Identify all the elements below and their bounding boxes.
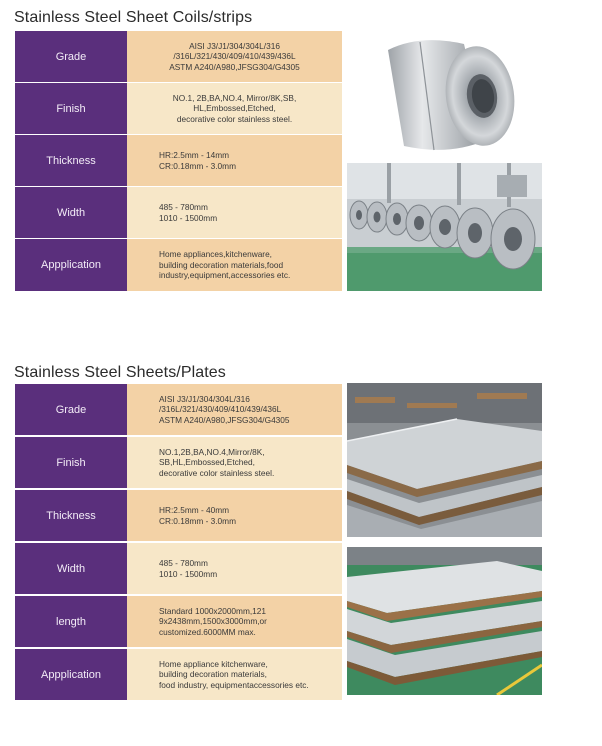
value-line: SB,HL,Embossed,Etched, [159, 457, 255, 468]
value-line: NO.1, 2B,BA,NO.4, Mirror/8K,SB, [172, 92, 297, 103]
row-label: Finish [15, 437, 127, 488]
plates-section-title: Stainless Steel Sheets/Plates [14, 364, 226, 381]
value-line: HL,Embossed,Etched, [193, 103, 276, 114]
plates-row-thickness: Thickness HR:2.5mm - 40mm CR:0.18mm - 3.… [15, 490, 342, 541]
row-label: Width [15, 187, 127, 238]
row-value: Home appliances,kitchenware, building de… [127, 239, 342, 291]
value-line: /316L/321/430/409/410/439/436L [159, 404, 282, 415]
coils-row-thickness: Thickness HR:2.5mm - 14mm CR:0.18mm - 3.… [15, 135, 342, 186]
value-line: HR:2.5mm - 14mm [159, 150, 230, 160]
value-line: 9x2438mm,1500x3000mm,or [159, 616, 267, 627]
row-value: 485 - 780mm 1010 - 1500mm [127, 543, 342, 594]
row-value: NO.1,2B,BA,NO.4,Mirror/8K, SB,HL,Embosse… [127, 437, 342, 488]
value-line: ASTM A240/A980,JFSG304/G4305 [159, 414, 290, 425]
coils-row-width: Width 485 - 780mm 1010 - 1500mm [15, 187, 342, 238]
value-line: 485 - 780mm [159, 202, 208, 212]
row-label: Appplication [15, 649, 127, 700]
row-label: Thickness [15, 490, 127, 541]
value-line: /316L/321/430/409/410/439/436L [173, 51, 296, 62]
value-line: Home appliances,kitchenware, [159, 249, 272, 260]
row-label: Grade [15, 384, 127, 435]
plates-row-finish: Finish NO.1,2B,BA,NO.4,Mirror/8K, SB,HL,… [15, 437, 342, 488]
coils-section-title: Stainless Steel Sheet Coils/strips [14, 9, 253, 26]
value-line: HR:2.5mm - 40mm [159, 505, 230, 515]
value-line: CR:0.18mm - 3.0mm [159, 515, 236, 526]
plates-section: Stainless Steel Sheets/Plates Grade AISI… [0, 355, 602, 746]
row-value: HR:2.5mm - 14mm CR:0.18mm - 3.0mm [127, 135, 342, 186]
row-value: Standard 1000x2000mm,121 9x2438mm,1500x3… [127, 596, 342, 647]
warehouse-coils-photo [347, 163, 542, 291]
value-line: decorative color stainless steel. [159, 467, 275, 478]
coils-section: Stainless Steel Sheet Coils/strips Grade… [0, 0, 602, 300]
stacked-sheets-photo [347, 383, 542, 537]
row-value: AISI J3/J1/304/304L/316 /316L/321/430/40… [127, 384, 342, 435]
value-line: customized.6000MM max. [159, 626, 256, 637]
row-value: HR:2.5mm - 40mm CR:0.18mm - 3.0mm [127, 490, 342, 541]
plates-row-application: Appplication Home appliance kitchenware,… [15, 649, 342, 700]
value-line: NO.1,2B,BA,NO.4,Mirror/8K, [159, 446, 265, 457]
row-label: Appplication [15, 239, 127, 291]
value-line: Standard 1000x2000mm,121 [159, 605, 267, 616]
row-label: Thickness [15, 135, 127, 186]
plates-spec-table: Grade AISI J3/J1/304/304L/316 /316L/321/… [15, 384, 342, 700]
plates-row-length: length Standard 1000x2000mm,121 9x2438mm… [15, 596, 342, 647]
row-label: length [15, 596, 127, 647]
value-line: AISI J3/J1/304/304L/316 [159, 393, 250, 404]
value-line: building decoration materials,food [159, 259, 284, 270]
row-label: Width [15, 543, 127, 594]
value-line: 1010 - 1500mm [159, 568, 218, 579]
value-line: food industry, equipmentaccessories etc. [159, 679, 309, 690]
steel-coil-photo [360, 28, 520, 160]
sheet-pile-photo [347, 547, 542, 695]
plates-row-grade: Grade AISI J3/J1/304/304L/316 /316L/321/… [15, 384, 342, 435]
coils-row-grade: Grade AISI J3/J1/304/304L/316 /316L/321/… [15, 31, 342, 82]
value-line: 1010 - 1500mm [159, 212, 218, 223]
plates-row-width: Width 485 - 780mm 1010 - 1500mm [15, 543, 342, 594]
row-label: Finish [15, 83, 127, 134]
coils-row-finish: Finish NO.1, 2B,BA,NO.4, Mirror/8K,SB, H… [15, 83, 342, 134]
value-line: 485 - 780mm [159, 558, 208, 568]
row-label: Grade [15, 31, 127, 82]
row-value: 485 - 780mm 1010 - 1500mm [127, 187, 342, 238]
value-line: ASTM A240/A980,JFSG304/G4305 [169, 61, 300, 72]
value-line: CR:0.18mm - 3.0mm [159, 160, 236, 171]
coils-spec-table: Grade AISI J3/J1/304/304L/316 /316L/321/… [15, 31, 342, 291]
value-line: AISI J3/J1/304/304L/316 [189, 40, 280, 51]
coils-row-application: Appplication Home appliances,kitchenware… [15, 239, 342, 291]
row-value: Home appliance kitchenware, building dec… [127, 649, 342, 700]
value-line: decorative color stainless steel. [176, 113, 293, 124]
value-line: industry,equipment,accessories etc. [159, 270, 291, 281]
row-value: AISI J3/J1/304/304L/316 /316L/321/430/40… [127, 31, 342, 82]
value-line: Home appliance kitchenware, [159, 658, 268, 669]
row-value: NO.1, 2B,BA,NO.4, Mirror/8K,SB, HL,Embos… [127, 83, 342, 134]
value-line: building decoration materials, [159, 669, 267, 680]
